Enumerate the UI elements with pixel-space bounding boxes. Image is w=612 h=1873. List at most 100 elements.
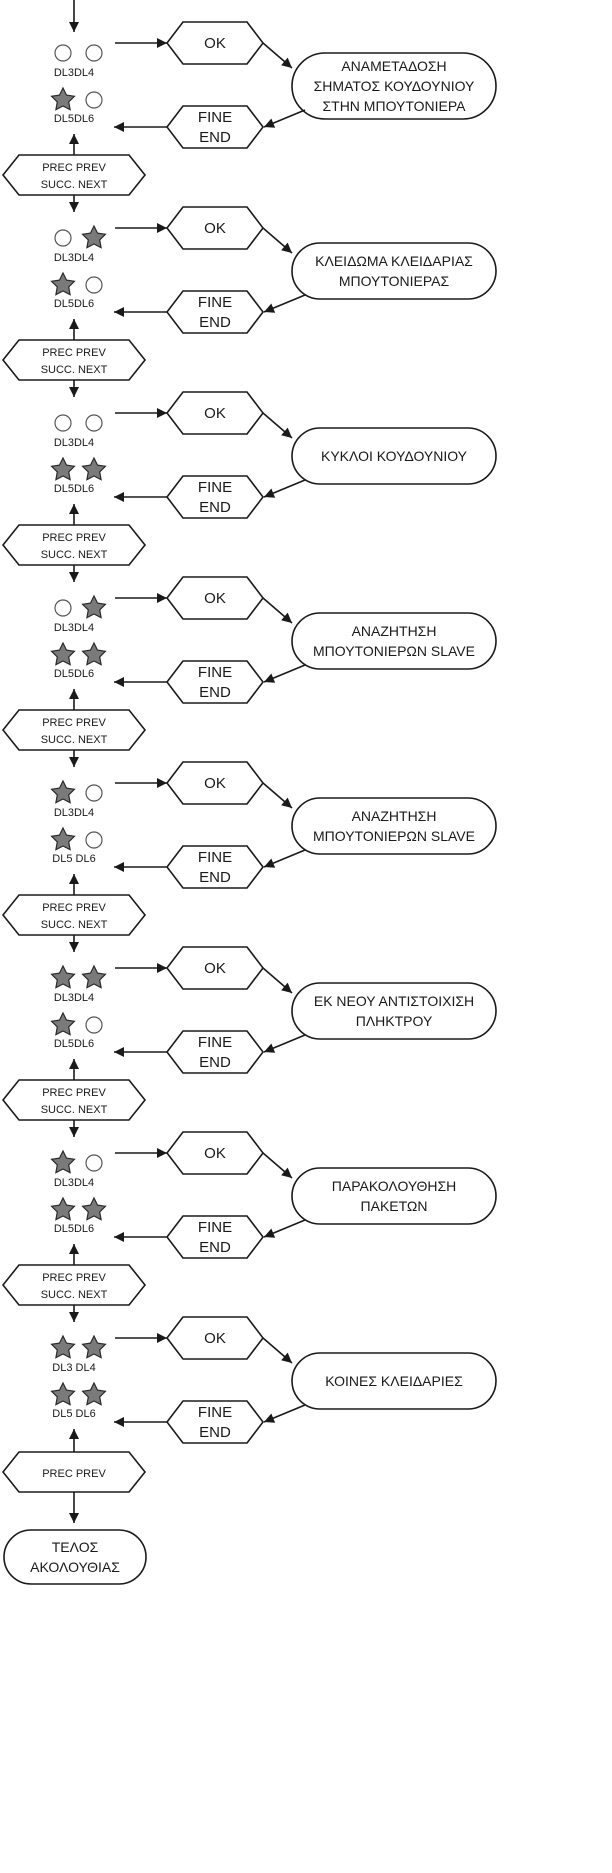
step-8-nav-hexagon [1, 1451, 147, 1493]
step-3-fine-label: FINE [198, 479, 232, 496]
step-5-ok-label: OK [204, 775, 226, 792]
step-7-arrow-from-fine-head [114, 1232, 124, 1242]
step-1-nav-hexagon [1, 154, 147, 196]
step-3-dl5-led-on-icon [50, 456, 76, 481]
step-8-arrow-from-fine-head [114, 1417, 124, 1427]
step-7-action-text-1: ΠΑΡΑΚΟΛΟΥΘΗΣΗ [332, 1178, 456, 1194]
step-2-arrow-to-ok-head [157, 223, 167, 233]
step-1-action-text-2: ΣΗΜΑΤΟΣ ΚΟΥΔΟΥΝΙΟΥ [314, 78, 475, 94]
step-8-led-label-top: DL3 DL4 [52, 1362, 95, 1374]
step-3-dl6-led-on-icon [81, 456, 107, 481]
step-4-dl3-led-off-icon [54, 599, 72, 617]
step-5-nav-prev-label: PREC PREV [42, 902, 106, 914]
step-2-led-label-bottom: DL5DL6 [54, 298, 94, 310]
step-6-nav-next-label: SUCC. NEXT [41, 1104, 108, 1116]
step-3-arrow-to-ok-head [157, 408, 167, 418]
end-label-2: ΑΚΟΛΟΥΘΙΑΣ [30, 1559, 120, 1575]
step-2-action-box [291, 242, 497, 300]
step-2-led-label-top: DL3DL4 [54, 252, 94, 264]
step-1-arrow-to-ok-head [157, 38, 167, 48]
step-2-dl4-led-on-icon [81, 224, 107, 249]
step-4-ok-label: OK [204, 590, 226, 607]
step-1-end-label: END [199, 129, 231, 146]
step-2-arrow-nav-up-head [69, 319, 79, 329]
step-4-nav-prev-label: PREC PREV [42, 717, 106, 729]
step-3-action-text-1: ΚΥΚΛΟΙ ΚΟΥΔΟΥΝΙΟΥ [321, 448, 468, 464]
step-6-action-text-2: ΠΛΗΚΤΡΟΥ [356, 1013, 433, 1029]
step-2-arrow-ok-to-action-head [281, 242, 292, 253]
step-3-arrow-nav-down-head [69, 572, 79, 582]
step-5-nav-next-label: SUCC. NEXT [41, 919, 108, 931]
step-7-fine-end-hexagon [165, 1215, 265, 1259]
step-8-action-text-1: ΚΟΙΝΕΣ ΚΛΕΙΔΑΡΙΕΣ [325, 1373, 463, 1389]
step-6-dl3-led-on-icon [50, 964, 76, 989]
step-8-arrow-to-end-head [69, 1513, 79, 1523]
step-4-action-box [291, 612, 497, 670]
step-5-led-label-top: DL3DL4 [54, 807, 94, 819]
step-8-ok-label: OK [204, 1330, 226, 1347]
step-6-fine-label: FINE [198, 1034, 232, 1051]
step-3-dl3-led-off-icon [54, 414, 72, 432]
step-3-nav-next-label: SUCC. NEXT [41, 549, 108, 561]
step-2-nav-hexagon [1, 339, 147, 381]
step-4-arrow-nav-up-head [69, 689, 79, 699]
step-5-fine-label: FINE [198, 849, 232, 866]
step-2-nav-next-label: SUCC. NEXT [41, 364, 108, 376]
step-3-led-label-bottom: DL5DL6 [54, 483, 94, 495]
step-8-arrow-to-ok-head [157, 1333, 167, 1343]
step-5-dl3-led-on-icon [50, 779, 76, 804]
step-4-dl5-led-on-icon [50, 641, 76, 666]
end-label-1: ΤΕΛΟΣ [52, 1539, 99, 1555]
step-1-arrow-nav-up-head [69, 134, 79, 144]
step-3-end-label: END [199, 499, 231, 516]
step-7-arrow-nav-down-head [69, 1312, 79, 1322]
step-8-dl6-led-on-icon [81, 1381, 107, 1406]
step-6-arrow-from-fine-head [114, 1047, 124, 1057]
step-5-dl6-led-off-icon [85, 831, 103, 849]
step-4-action-text-1: ΑΝΑΖΗΤΗΣΗ [352, 623, 437, 639]
step-5-action-box [291, 797, 497, 855]
step-8-arrow-nav-up-head [69, 1429, 79, 1439]
step-5-nav-hexagon [1, 894, 147, 936]
step-7-nav-prev-label: PREC PREV [42, 1272, 106, 1284]
step-4-arrow-nav-down-head [69, 757, 79, 767]
step-1-fine-end-hexagon [165, 105, 265, 149]
step-6-dl5-led-on-icon [50, 1011, 76, 1036]
step-1-nav-next-label: SUCC. NEXT [41, 179, 108, 191]
step-2-dl3-led-off-icon [54, 229, 72, 247]
step-1-arrow-ok-to-action-head [281, 57, 292, 68]
step-7-end-label: END [199, 1239, 231, 1256]
step-7-led-label-bottom: DL5DL6 [54, 1223, 94, 1235]
step-8-action-box [291, 1352, 497, 1410]
step-5-dl5-led-on-icon [50, 826, 76, 851]
step-8-end-label: END [199, 1424, 231, 1441]
step-6-nav-prev-label: PREC PREV [42, 1087, 106, 1099]
step-3-arrow-nav-up-head [69, 504, 79, 514]
step-6-end-label: END [199, 1054, 231, 1071]
step-7-action-text-2: ΠΑΚΕΤΩΝ [361, 1198, 428, 1214]
step-3-fine-end-hexagon [165, 475, 265, 519]
step-4-led-label-top: DL3DL4 [54, 622, 94, 634]
step-3-dl4-led-off-icon [85, 414, 103, 432]
step-1-dl3-led-off-icon [54, 44, 72, 62]
step-6-fine-end-hexagon [165, 1030, 265, 1074]
step-4-fine-label: FINE [198, 664, 232, 681]
step-4-action-text-2: ΜΠΟΥΤΟΝΙΕΡΩΝ SLAVE [313, 643, 475, 659]
step-7-led-label-top: DL3DL4 [54, 1177, 94, 1189]
step-7-arrow-nav-up-head [69, 1244, 79, 1254]
step-1-arrow-nav-down-head [69, 202, 79, 212]
step-8-fine-label: FINE [198, 1404, 232, 1421]
step-8-dl3-led-on-icon [50, 1334, 76, 1359]
step-6-nav-hexagon [1, 1079, 147, 1121]
step-5-fine-end-hexagon [165, 845, 265, 889]
step-8-dl5-led-on-icon [50, 1381, 76, 1406]
step-7-arrow-to-ok-head [157, 1148, 167, 1158]
step-6-arrow-nav-up-head [69, 1059, 79, 1069]
step-2-arrow-from-fine-head [114, 307, 124, 317]
step-7-nav-next-label: SUCC. NEXT [41, 1289, 108, 1301]
step-4-dl6-led-on-icon [81, 641, 107, 666]
step-5-dl4-led-off-icon [85, 784, 103, 802]
step-3-arrow-from-fine-head [114, 492, 124, 502]
step-6-arrow-action-to-fine-head [264, 1043, 276, 1053]
step-7-dl3-led-on-icon [50, 1149, 76, 1174]
